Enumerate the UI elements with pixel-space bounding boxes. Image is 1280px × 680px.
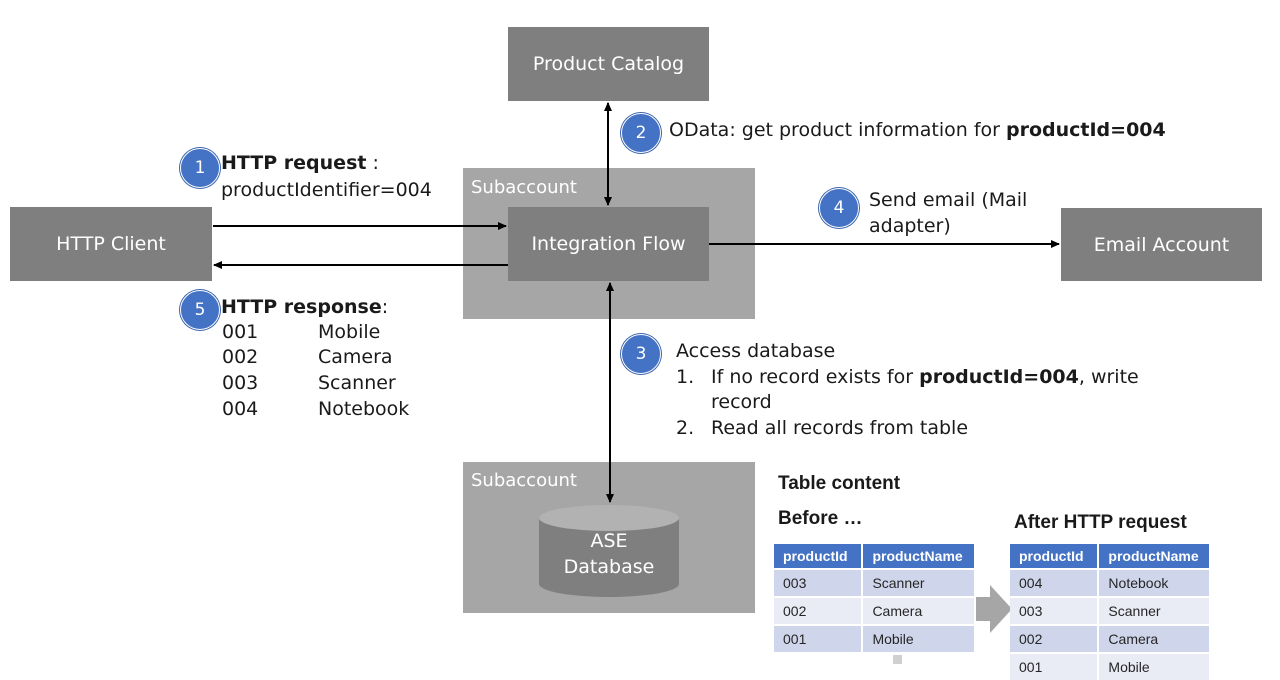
response-row: Camera — [318, 346, 393, 368]
step-4-line1: Send email (Mail — [869, 189, 1028, 211]
subaccount-label-top: Subaccount — [471, 177, 577, 198]
table-row: 001 Mobile — [1010, 652, 1211, 680]
step-3-item1-bold: productId=004 — [919, 366, 1079, 388]
small-marker-square — [893, 655, 902, 664]
response-row: Mobile — [318, 321, 380, 343]
database-label-line1: ASE — [590, 530, 628, 552]
step-5-title: HTTP response: — [221, 294, 388, 320]
database-label: ASE Database — [539, 528, 679, 580]
cell-productname: Scanner — [862, 568, 976, 597]
step-1-title: HTTP request : — [221, 150, 379, 176]
step-3-item1-num: 1. — [676, 366, 695, 388]
cell-productid: 002 — [774, 596, 864, 625]
table-row: 003 Scanner — [774, 568, 976, 597]
step-3-item2: Read all records from table — [711, 417, 969, 439]
cell-productname: Notebook — [1098, 568, 1211, 597]
after-label: After HTTP request — [1014, 512, 1187, 533]
response-name: Scanner — [318, 372, 396, 394]
response-row: 002 — [222, 346, 258, 368]
step-1-param: productIdentifier=004 — [221, 179, 432, 201]
table-row: 003 Scanner — [1010, 596, 1211, 625]
table-row: 001 Mobile — [774, 624, 976, 652]
column-header-productid: productId — [1010, 544, 1100, 569]
cell-productid: 001 — [774, 624, 864, 652]
response-id: 002 — [222, 346, 259, 368]
response-row: Notebook — [318, 398, 409, 420]
cell-productname: Mobile — [1098, 652, 1211, 680]
step-3-item1-prefix: If no record exists for — [711, 366, 920, 388]
column-header-productid: productId — [774, 544, 864, 569]
step-2-badge: 2 — [621, 113, 661, 153]
response-id: 001 — [222, 321, 259, 343]
response-row: Scanner — [318, 372, 396, 394]
step-3-item1-cont: record — [711, 391, 772, 413]
table-content-heading: Table content — [778, 473, 901, 494]
table-row: 002 Camera — [1010, 624, 1211, 653]
integration-flow-box: Integration Flow — [508, 207, 709, 281]
cell-productname: Camera — [1098, 624, 1211, 653]
table-transition-arrow — [975, 585, 1012, 633]
step-3-badge: 3 — [621, 334, 661, 374]
response-row: 004 — [222, 398, 258, 420]
after-table: productId productName 004 Notebook 003 S… — [1010, 544, 1211, 680]
step-4-badge: 4 — [819, 188, 859, 228]
column-header-productname: productName — [862, 544, 976, 569]
column-header-productname: productName — [1098, 544, 1211, 569]
table-row: 004 Notebook — [1010, 568, 1211, 597]
http-client-box: HTTP Client — [10, 207, 212, 281]
database-cylinder-icon — [539, 505, 679, 597]
cell-productid: 002 — [1010, 624, 1100, 653]
table-row: 002 Camera — [774, 596, 976, 625]
cell-productname: Scanner — [1098, 596, 1211, 625]
step-3-item1: If no record exists for productId=004, w… — [711, 364, 1139, 390]
step-5-badge: 5 — [180, 290, 220, 330]
response-name: Camera — [318, 346, 393, 368]
cell-productname: Camera — [862, 596, 976, 625]
response-row: 001 — [222, 321, 258, 343]
response-id: 004 — [222, 398, 259, 420]
step-2-prefix: OData: get product information for — [669, 119, 1006, 141]
response-id: 003 — [222, 372, 259, 394]
step-1-title-rest: : — [366, 152, 379, 174]
step-2-bold: productId=004 — [1005, 119, 1166, 141]
step-5-title-rest: : — [381, 296, 389, 318]
step-3-title: Access database — [676, 340, 836, 362]
step-4-line2: adapter) — [869, 215, 951, 237]
email-account-box: Email Account — [1061, 208, 1262, 281]
table-header-row: productId productName — [774, 544, 976, 569]
cell-productname: Mobile — [862, 624, 976, 652]
subaccount-label-bottom: Subaccount — [471, 470, 577, 491]
before-table: productId productName 003 Scanner 002 Ca… — [774, 544, 976, 652]
response-name: Mobile — [318, 321, 381, 343]
before-label: Before … — [778, 508, 863, 529]
response-row: 003 — [222, 372, 258, 394]
table-header-row: productId productName — [1010, 544, 1211, 569]
step-5-title-bold: HTTP response — [221, 296, 382, 318]
step-3-item1-suffix: , write — [1078, 366, 1139, 388]
cell-productid: 001 — [1010, 652, 1100, 680]
response-name: Notebook — [318, 398, 410, 420]
cell-productid: 004 — [1010, 568, 1100, 597]
step-1-title-bold: HTTP request — [221, 152, 367, 174]
cell-productid: 003 — [774, 568, 864, 597]
step-1-badge: 1 — [180, 148, 220, 188]
step-2-text: OData: get product information for produ… — [669, 117, 1166, 143]
database-label-line2: Database — [563, 556, 655, 578]
step-3-item2-num: 2. — [676, 417, 695, 439]
cell-productid: 003 — [1010, 596, 1100, 625]
product-catalog-box: Product Catalog — [508, 27, 709, 101]
